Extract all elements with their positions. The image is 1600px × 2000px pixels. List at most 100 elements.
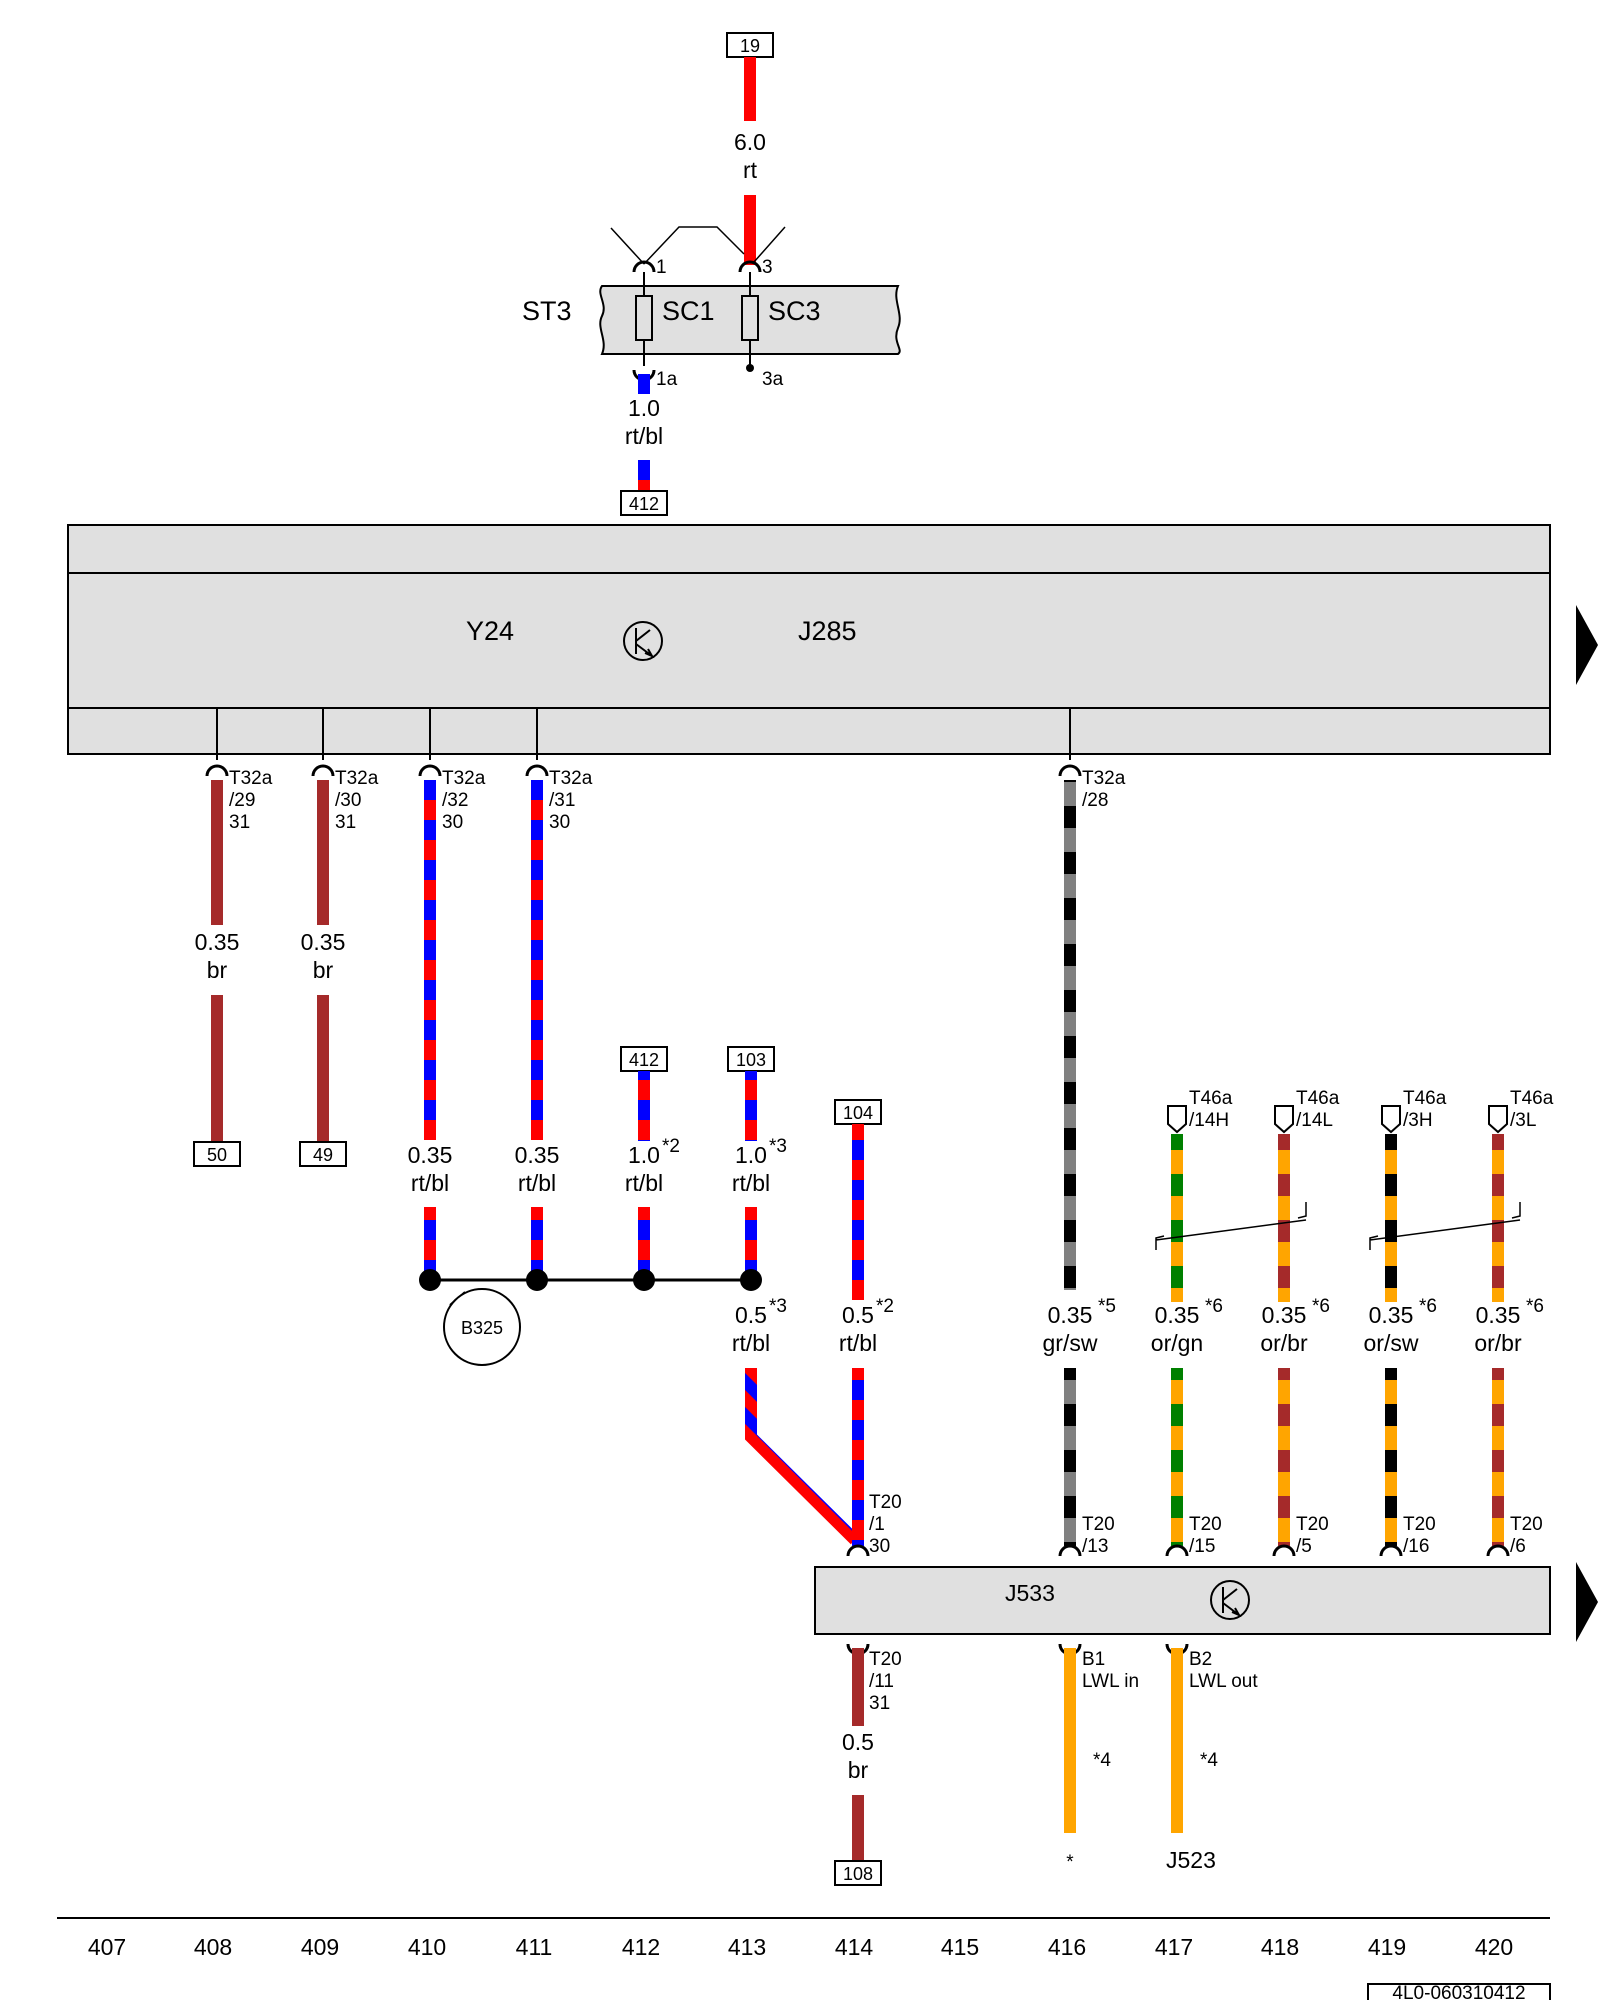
wire-414-note: *2 xyxy=(876,1296,894,1317)
pin-410-b: /32 xyxy=(442,790,468,811)
wire-411-lower xyxy=(531,1207,543,1281)
grid-col-418: 418 xyxy=(1261,1934,1299,1960)
fuse-block-label: ST3 xyxy=(522,296,572,326)
module-top-label-j285: J285 xyxy=(798,616,857,646)
wire-416-upper xyxy=(1064,780,1076,1290)
pin-3a-label: 3a xyxy=(762,369,784,390)
grid-col-409: 409 xyxy=(301,1934,339,1960)
wire-1a-size: 1.0 xyxy=(628,395,660,421)
pin-416-top-b: /28 xyxy=(1082,790,1108,811)
pin-408-b: /29 xyxy=(229,790,255,811)
wire-420-size: 0.35 xyxy=(1476,1302,1521,1328)
wire-408-color: br xyxy=(207,957,228,983)
wire-416-lower xyxy=(1064,1368,1076,1546)
pin-1a-label: 1a xyxy=(656,369,678,390)
conn-418-b: /14L xyxy=(1296,1110,1333,1131)
page-code: 4L0-060310412 xyxy=(1392,1983,1525,2000)
module-top-leads xyxy=(216,708,1071,760)
wire-418-size: 0.35 xyxy=(1262,1302,1307,1328)
conn-420-b: /3L xyxy=(1510,1110,1536,1131)
wire-19-lower xyxy=(744,195,756,265)
twisted-pair-marker-1 xyxy=(1155,1202,1307,1250)
module-top xyxy=(67,524,1551,755)
grid-col-415: 415 xyxy=(941,1934,979,1960)
grid-col-411: 411 xyxy=(516,1934,553,1960)
wire-412-note: *2 xyxy=(662,1136,680,1157)
pin-414b-a: T20 xyxy=(869,1649,902,1670)
wire-409-lower xyxy=(317,995,329,1143)
pin-411-c: 30 xyxy=(549,812,570,833)
wire-419-size: 0.35 xyxy=(1369,1302,1414,1328)
pin-3a-dot xyxy=(746,364,754,372)
wire-410-size: 0.35 xyxy=(408,1142,453,1168)
grid-col-412: 412 xyxy=(622,1934,660,1960)
wire-417-lower xyxy=(1171,1368,1183,1546)
pin-420-b: /6 xyxy=(1510,1536,1526,1557)
conn-417-b: /14H xyxy=(1189,1110,1229,1131)
wire-416-size: 0.35 xyxy=(1048,1302,1093,1328)
wire-409-color: br xyxy=(313,957,334,983)
continue-arrow-bottom xyxy=(1576,1562,1598,1642)
wire-410-color: rt/bl xyxy=(411,1170,449,1196)
module-top-label-y24: Y24 xyxy=(466,616,514,646)
wire-416-note: *5 xyxy=(1098,1296,1116,1317)
module-j533 xyxy=(814,1566,1551,1635)
t32a-pin-caps xyxy=(205,764,1082,777)
grid-col-407: 407 xyxy=(88,1934,126,1960)
pin-418-a: T20 xyxy=(1296,1514,1329,1535)
fiber-b1-note: *4 xyxy=(1093,1750,1111,1771)
pin-416-bot-a: T20 xyxy=(1082,1514,1115,1535)
pin-1-cap xyxy=(632,260,656,273)
ref-19-text: 19 xyxy=(740,36,760,56)
wire-411-color: rt/bl xyxy=(518,1170,556,1196)
wire-418-upper xyxy=(1278,1134,1290,1302)
wire-1a-color: rt/bl xyxy=(625,423,663,449)
pin-419-a: T20 xyxy=(1403,1514,1436,1535)
wire-416-color: gr/sw xyxy=(1043,1330,1098,1356)
pin-409-b: /30 xyxy=(335,790,361,811)
grid-col-413: 413 xyxy=(728,1934,766,1960)
wire-413-upper xyxy=(745,1071,757,1141)
wire-414b-lower xyxy=(852,1795,864,1861)
pin-b1-a: B1 xyxy=(1082,1649,1105,1670)
wire-417-note: *6 xyxy=(1205,1296,1223,1317)
ref-box-104 xyxy=(834,1099,882,1125)
fuse-sc3-icon xyxy=(741,295,759,341)
grid-col-419: 419 xyxy=(1368,1934,1406,1960)
wire-19-upper xyxy=(744,57,756,121)
pin-3-label: 3 xyxy=(762,257,773,278)
fuse-sc1-icon xyxy=(635,295,653,341)
t20-pin-caps xyxy=(846,1544,1510,1557)
wire-413-mid xyxy=(745,1207,757,1281)
grid-column-labels: 407 408 409 410 411 412 413 414 415 416 … xyxy=(88,1934,1513,1960)
wire-418-color: or/br xyxy=(1260,1330,1308,1356)
wire-414b-upper xyxy=(852,1648,864,1726)
splice-b325-circle xyxy=(443,1288,521,1366)
pin-416-bot-b: /13 xyxy=(1082,1536,1108,1557)
grid-col-416: 416 xyxy=(1048,1934,1086,1960)
wire-413b-note: *3 xyxy=(769,1296,787,1317)
pin-419-b: /16 xyxy=(1403,1536,1429,1557)
wire-417-color: or/gn xyxy=(1151,1330,1203,1356)
wire-420-note: *6 xyxy=(1526,1296,1544,1317)
transistor-icon xyxy=(623,621,663,661)
splice-dots xyxy=(419,1269,762,1291)
pin-411-b: /31 xyxy=(549,790,575,811)
ref-box-50 xyxy=(193,1141,241,1167)
pin-417-a: T20 xyxy=(1189,1514,1222,1535)
wire-414b-color: br xyxy=(848,1757,869,1783)
wire-414b-size: 0.5 xyxy=(842,1729,874,1755)
ref-104-text: 104 xyxy=(843,1103,873,1123)
transistor-icon xyxy=(1210,1580,1250,1620)
wire-418-note: *6 xyxy=(1312,1296,1330,1317)
wire-410-lower xyxy=(424,1207,436,1281)
page-code-box xyxy=(1367,1983,1551,2000)
ref-49-text: 49 xyxy=(313,1145,333,1165)
pin-408-a: T32a xyxy=(229,768,273,789)
pin-414-a: T20 xyxy=(869,1492,902,1513)
pin-1-label: 1 xyxy=(656,257,667,278)
ref-box-49 xyxy=(299,1141,347,1167)
wire-413-note: *3 xyxy=(769,1136,787,1157)
pin-b2-b: LWL out xyxy=(1189,1671,1258,1692)
t46a-connector-icons xyxy=(1167,1105,1508,1134)
